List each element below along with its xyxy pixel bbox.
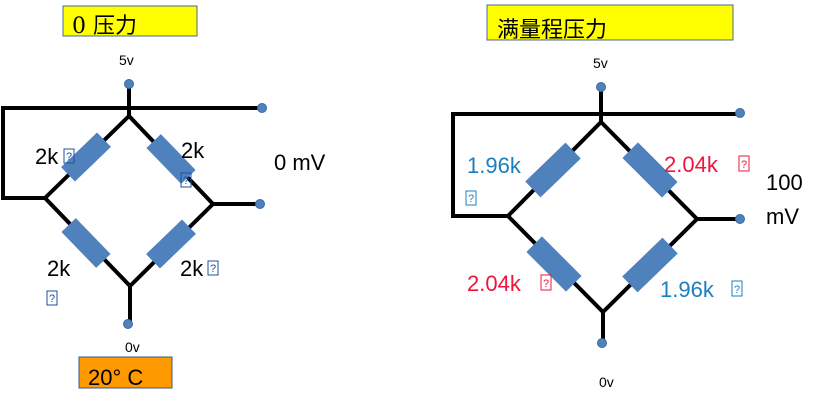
svg-text:?: ? [183,175,189,187]
left-output-terminal-bottom [255,199,265,209]
missing-glyph-icon: ? [207,260,219,276]
right-title: 满量程压力 [497,18,607,43]
right-resistor-top-left [525,142,581,198]
right-resistor-bottom-right [622,237,678,293]
right-bridge: 满量程压力 5v 1.96k ? 2.04k ? 2.04k ? 1.96k ?… [451,4,803,390]
left-resistor-bottom-left [61,218,111,268]
missing-glyph-icon: ? [180,172,192,188]
missing-glyph-icon: ? [540,274,552,291]
left-title: 0 压力 [72,14,137,39]
svg-text:?: ? [66,151,72,163]
left-bridge: 0 压力 5v 2k ? 2k ? 2k ? 2k ? 0 mV 0v 20° … [1,5,326,390]
svg-text:?: ? [734,284,740,296]
svg-text:?: ? [468,193,474,205]
temperature-label: 20° C [88,365,143,390]
missing-glyph-icon: ? [46,290,58,306]
left-title-box [62,5,198,37]
svg-text:?: ? [543,278,549,290]
right-label-bottom-left: 2.04k [467,271,522,296]
right-resistor-top-right [622,142,678,198]
left-label-top-left: 2k [35,144,59,169]
left-resistor-bottom-right [146,219,196,269]
svg-text:?: ? [49,293,55,305]
left-resistor-top-left [61,132,111,182]
left-output-terminal-top [257,103,267,113]
right-supply-label: 5v [593,55,608,71]
svg-text:?: ? [741,159,747,171]
right-ground-label: 0v [599,374,614,390]
right-output-value: 100 [766,170,803,195]
right-label-bottom-right: 1.96k [660,277,715,302]
left-ground-label: 0v [125,339,140,355]
right-output-unit: mV [766,204,799,229]
left-label-bottom-left: 2k [47,256,71,281]
right-wires [451,85,742,345]
left-ground-terminal [123,319,133,329]
left-wires [1,82,264,326]
left-label-top-right: 2k [181,138,205,163]
right-output-terminal-bottom [735,214,745,224]
right-output-terminal-top [735,108,745,118]
right-label-top-right: 2.04k [664,152,719,177]
missing-glyph-icon: ? [731,280,743,297]
missing-glyph-icon: ? [63,148,75,164]
left-resistor-top-right [146,134,196,184]
right-resistor-bottom-left [526,236,582,292]
right-label-top-left: 1.96k [467,153,522,178]
svg-text:?: ? [210,263,216,275]
left-supply-label: 5v [119,52,134,68]
left-output-reading: 0 mV [274,150,326,175]
missing-glyph-icon: ? [465,190,477,206]
left-supply-terminal [124,79,134,89]
missing-glyph-icon: ? [738,155,750,172]
right-ground-terminal [597,338,607,348]
temperature-box [78,356,173,389]
right-supply-terminal [596,82,606,92]
left-label-bottom-right: 2k [180,256,204,281]
right-title-box [486,4,734,41]
